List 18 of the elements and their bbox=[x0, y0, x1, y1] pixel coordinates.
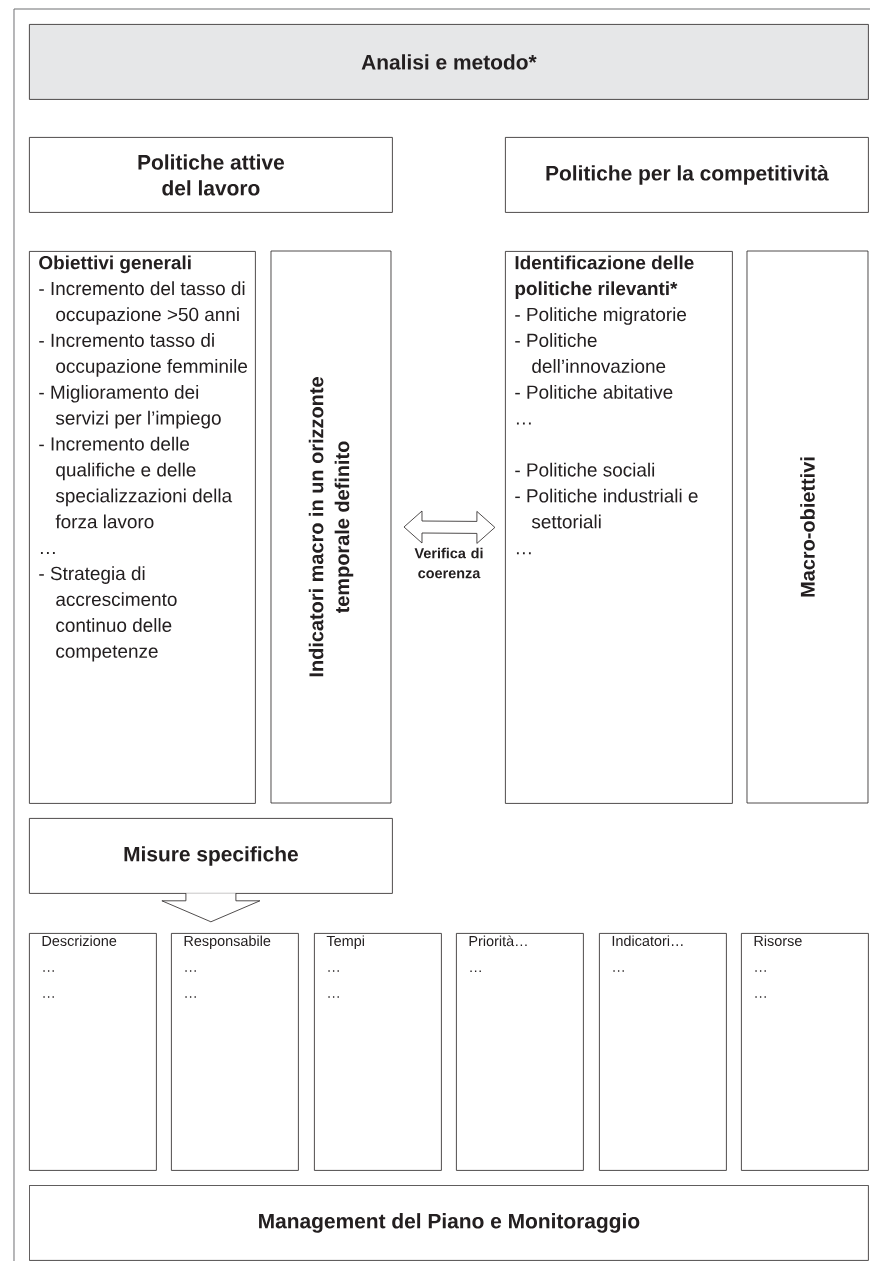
text-box: Identificazione delle politiche rilevanti* - Politiche migratorie - Politiche dell’innovazione - Politiche abitative … - Politiche sociali - Politiche industriali e settoriali … bbox=[505, 251, 733, 804]
table-column: Priorità… … bbox=[456, 933, 584, 1171]
process-box: Misure specifiche bbox=[29, 818, 393, 894]
table-column: Risorse … … bbox=[741, 933, 869, 1171]
table-column: Responsabile … … bbox=[171, 933, 299, 1171]
table-column: Indicatori… … bbox=[599, 933, 727, 1171]
text-box: Macro-obiettivi bbox=[746, 250, 869, 804]
text-box: Indicatori macro in un orizzonte temporale definito bbox=[270, 250, 392, 804]
edge-label: Verifica di coerenza bbox=[414, 547, 483, 579]
table-column: Descrizione … … bbox=[29, 933, 157, 1171]
process-box: Politiche attive del lavoro bbox=[29, 137, 393, 213]
text-box: Obiettivi generali - Incremento del tasso di occupazione >50 anni - Incremento tasso di occupazione femminile - Miglioramento dei servizi per l’impiego - Incremento delle qualifiche e delle specializzazioni della forza lavoro … - Strategia di accrescimento continuo delle competenze bbox=[29, 251, 256, 804]
block-arrow bbox=[161, 892, 261, 923]
double-arrow bbox=[403, 510, 496, 544]
process-box: Management del Piano e Monitoraggio bbox=[29, 1185, 869, 1261]
table-column: Tempi … … bbox=[314, 933, 442, 1171]
heading-box: Analisi e metodo* bbox=[29, 24, 869, 100]
process-box: Politiche per la competitività bbox=[505, 137, 869, 213]
